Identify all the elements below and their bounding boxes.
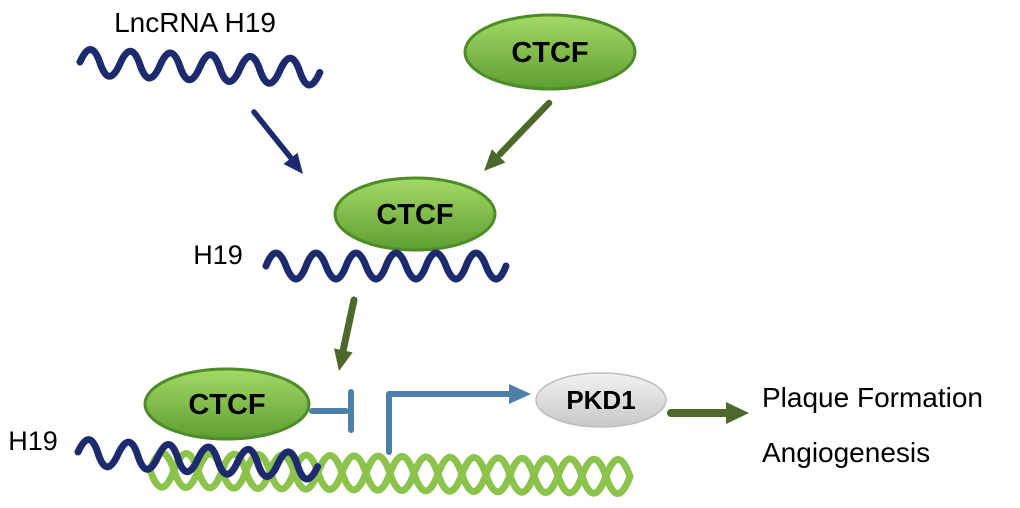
arrowhead [509, 384, 531, 404]
arrow-ctcf-to-complex [484, 99, 553, 171]
lncrna-h19-label: LncRNA H19 [114, 7, 276, 38]
plaque-formation-label: Plaque Formation [762, 382, 983, 413]
arrowhead [726, 402, 749, 424]
ctcf-top-protein: CTCF [463, 13, 637, 91]
transcription-arrow [386, 384, 531, 455]
ctcf-bottom-ellipse [143, 367, 311, 441]
pkd1-ellipse [535, 372, 667, 428]
angiogenesis-label: Angiogenesis [762, 437, 930, 468]
lncrna-h19-rna-wave [76, 46, 324, 89]
arrow-complex-to-dna [334, 296, 358, 371]
ctcf-middle-label: CTCF [376, 199, 453, 231]
arrowhead [334, 348, 353, 371]
arrowhead [484, 149, 506, 171]
inhibition-tbar [309, 389, 354, 433]
dna-strand-2 [146, 450, 634, 497]
ctcf-top-label: CTCF [511, 37, 588, 69]
arrow-pkd1-to-outcomes [667, 402, 749, 424]
h19-middle-rna-wave [262, 249, 510, 283]
arrowhead [283, 152, 303, 174]
ctcf-middle-ellipse [333, 176, 497, 252]
h19-bottom-label: H19 [8, 426, 58, 456]
h19-middle-label: H19 [193, 240, 243, 270]
ctcf-bottom-label: CTCF [188, 389, 265, 421]
pkd1-label: PKD1 [566, 385, 635, 415]
ctcf-dna-complex: CTCF [143, 367, 311, 441]
ctcf-h19-complex: CTCF [262, 176, 510, 283]
arrow-h19-to-complex [251, 109, 303, 174]
dna-helix [146, 449, 634, 498]
pkd1-node: PKD1 [535, 372, 667, 428]
h19-bottom-rna-wave [74, 436, 322, 483]
ctcf-top-ellipse [463, 13, 637, 91]
